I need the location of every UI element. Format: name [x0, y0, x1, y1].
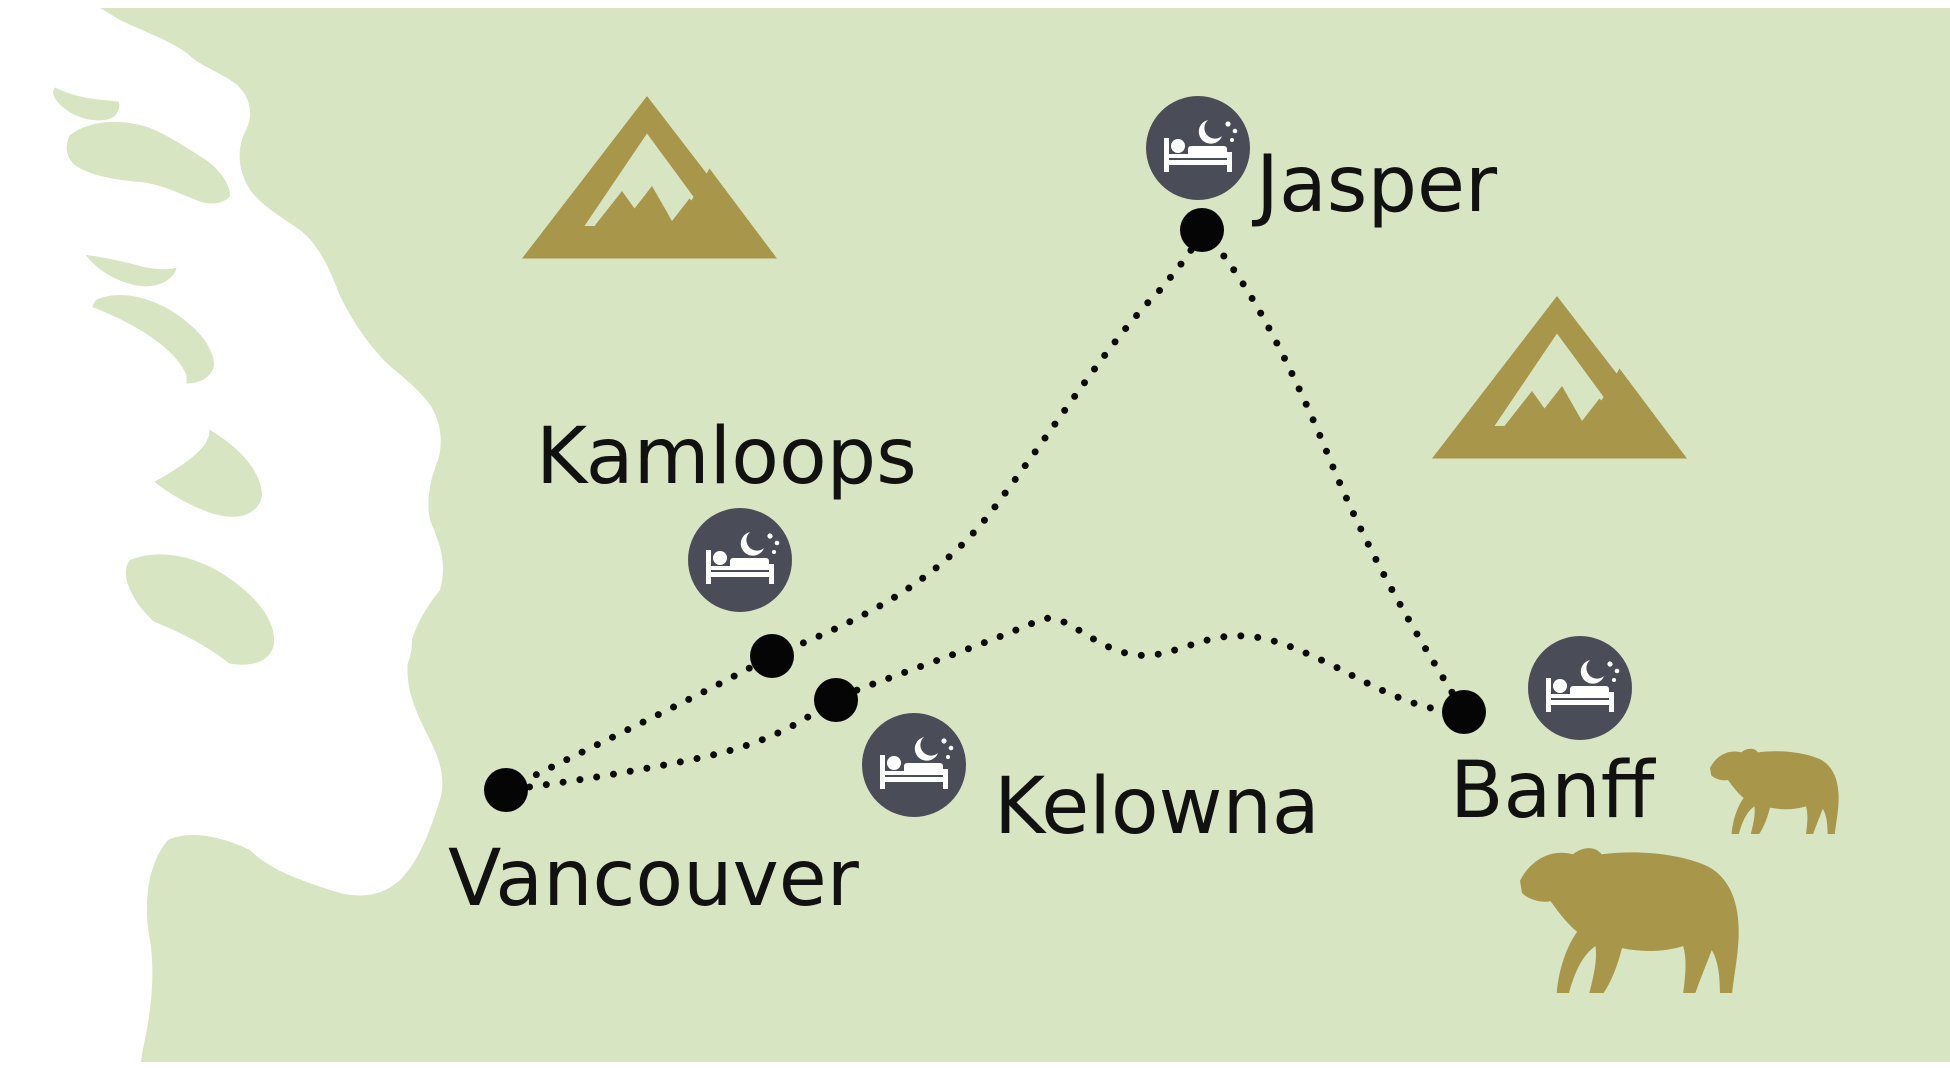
hotel-bed-icon [862, 713, 966, 817]
route-jasper-banff [1198, 226, 1468, 716]
route-banff-kelowna [832, 614, 1468, 716]
city-label-kelowna: Kelowna [994, 762, 1320, 852]
hotel-bed-icon [688, 508, 792, 612]
water-inlets [0, 0, 412, 1068]
stop-marker-kamloops [750, 634, 794, 678]
stop-marker-banff [1442, 690, 1486, 734]
route-kamloops-jasper [768, 226, 1206, 660]
hotel-bed-icon [1528, 636, 1632, 740]
route-kelowna-vancouver [502, 694, 840, 794]
stop-marker-kelowna [814, 678, 858, 722]
city-label-vancouver: Vancouver [448, 834, 859, 924]
route-vancouver-kamloops [502, 652, 776, 794]
stop-marker-jasper [1180, 208, 1224, 252]
city-label-jasper: Jasper [1256, 140, 1498, 230]
mainland [100, 8, 1950, 1062]
city-label-banff: Banff [1450, 746, 1655, 836]
city-label-kamloops: Kamloops [536, 412, 917, 502]
stop-marker-vancouver [484, 768, 528, 812]
hotel-bed-icon [1146, 96, 1250, 200]
